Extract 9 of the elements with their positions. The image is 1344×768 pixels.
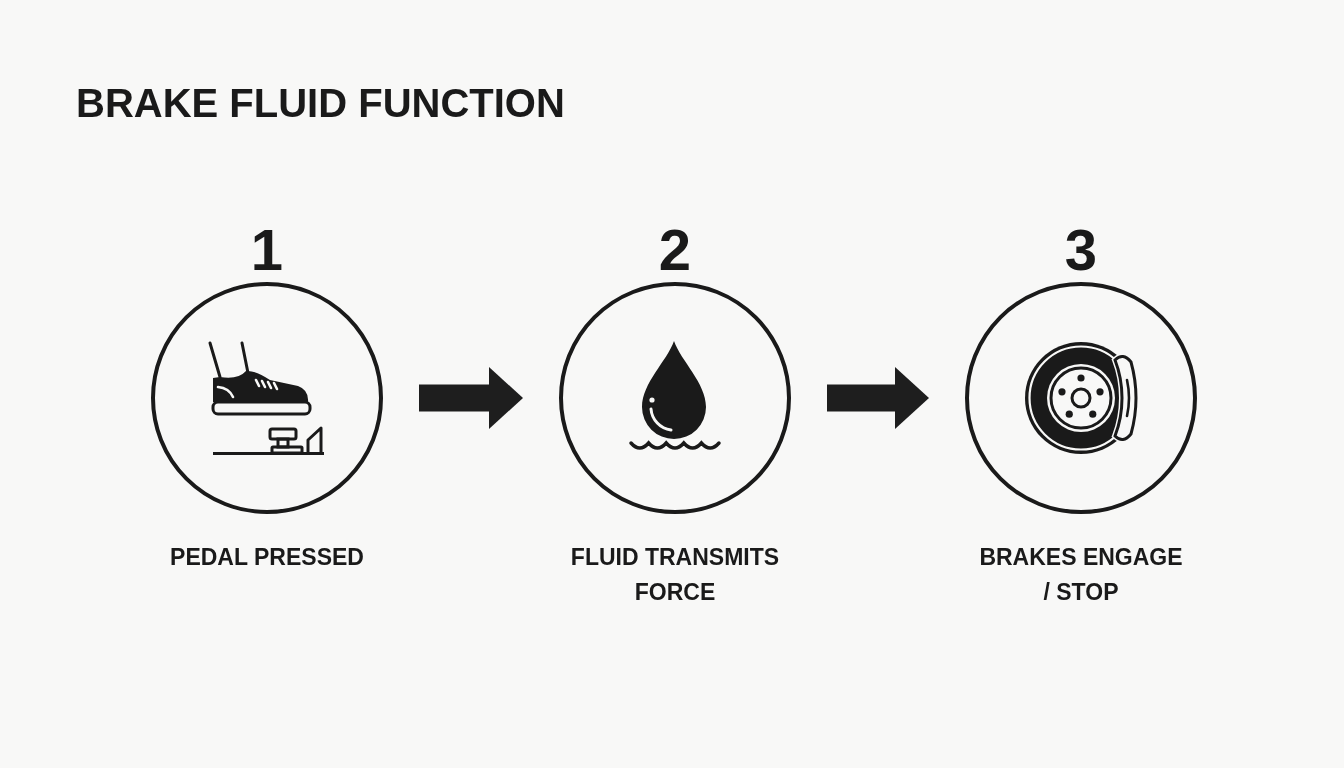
step-caption: BRAKES ENGAGE / STOP	[978, 543, 1184, 607]
step-caption: PEDAL PRESSED	[170, 543, 364, 572]
step-caption: FLUID TRANSMITS FORCE	[569, 543, 781, 607]
arrow	[419, 367, 523, 429]
arrow	[827, 367, 929, 429]
step-number: 3	[1064, 221, 1098, 279]
step-number: 1	[250, 221, 284, 279]
diagram-title: BRAKE FLUID FUNCTION	[76, 80, 565, 127]
step-number: 2	[658, 221, 692, 279]
